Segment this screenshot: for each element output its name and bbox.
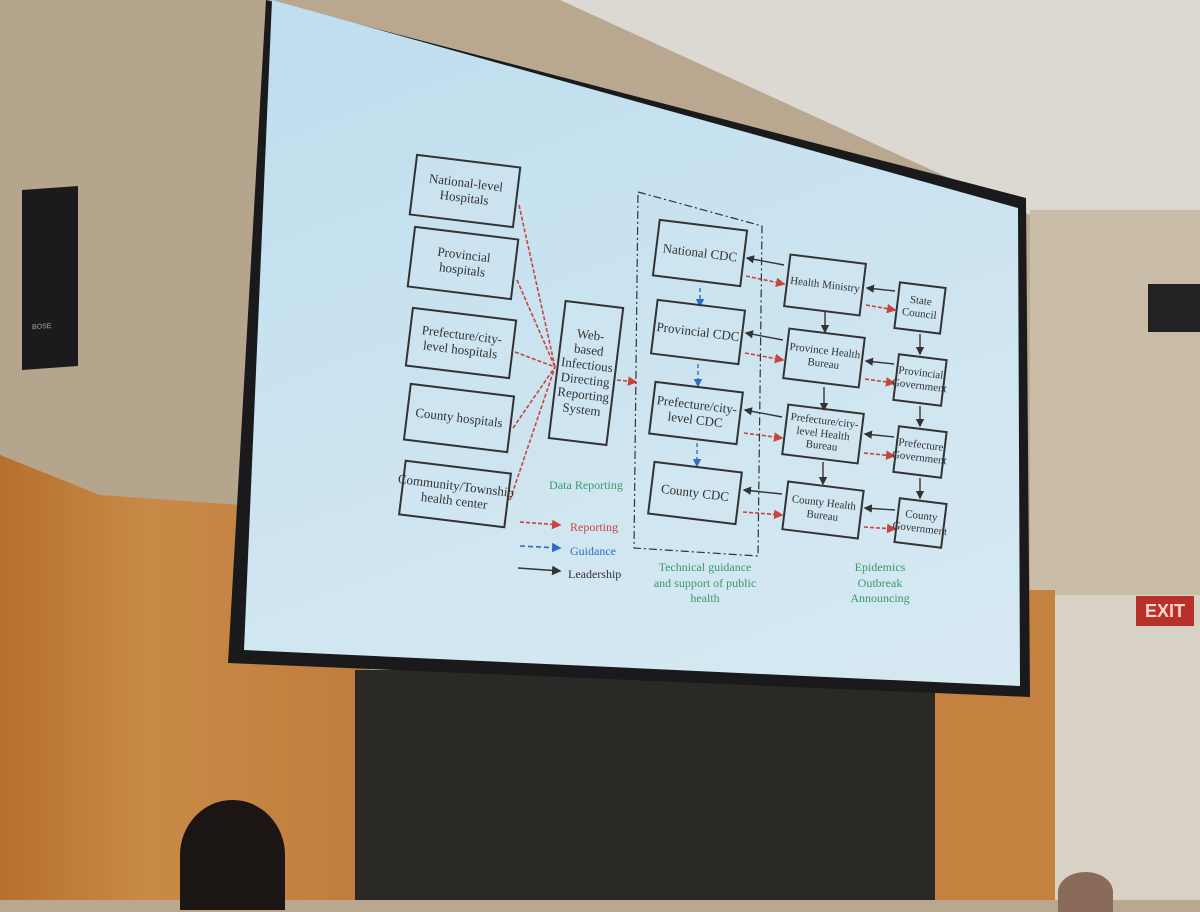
legend-leadership: Leadership	[568, 567, 622, 581]
node-county-bureau: County Health Bureau	[781, 480, 865, 540]
label-epidemics: Epidemics Outbreak Announcing	[850, 560, 910, 606]
legend-lines	[517, 519, 562, 576]
right-wall-lower	[1055, 595, 1200, 900]
leadership-arrows	[742, 255, 925, 513]
node-prefecture-government: Prefecture Government	[891, 425, 948, 479]
node-provincial-government: Provincial Government	[891, 353, 948, 407]
node-prefecture-bureau: Prefecture/city-level Health Bureau	[781, 403, 865, 465]
node-provincial-hospitals: Provincial hospitals	[406, 225, 520, 301]
label-data-reporting: Data Reporting	[549, 478, 623, 492]
node-state-council: State Council	[893, 281, 947, 335]
legend-guidance: Guidance	[570, 544, 616, 558]
cdc-group-border	[633, 191, 763, 557]
reporting-arrows	[509, 204, 897, 534]
node-national-hospitals: National-level Hospitals	[408, 153, 522, 229]
wall-clock-display	[1148, 284, 1200, 332]
legend-reporting: Reporting	[570, 520, 618, 534]
node-prefecture-cdc: Prefecture/city-level CDC	[648, 380, 744, 446]
audience-head-right	[1058, 872, 1113, 912]
node-national-cdc: National CDC	[651, 218, 749, 288]
node-county-cdc: County CDC	[647, 460, 743, 526]
node-prefecture-hospitals: Prefecture/city-level hospitals	[404, 306, 518, 380]
node-county-government: County Government	[892, 497, 948, 549]
node-province-bureau: Province Health Bureau	[782, 327, 866, 389]
label-technical-guidance: Technical guidance and support of public…	[653, 560, 757, 606]
audience-head	[180, 800, 285, 910]
guidance-arrows	[692, 288, 705, 468]
node-health-ministry: Health Ministry	[783, 253, 867, 317]
stage-panel	[355, 670, 935, 900]
exit-sign: EXIT	[1136, 596, 1194, 626]
node-provincial-cdc: Provincial CDC	[649, 298, 747, 366]
